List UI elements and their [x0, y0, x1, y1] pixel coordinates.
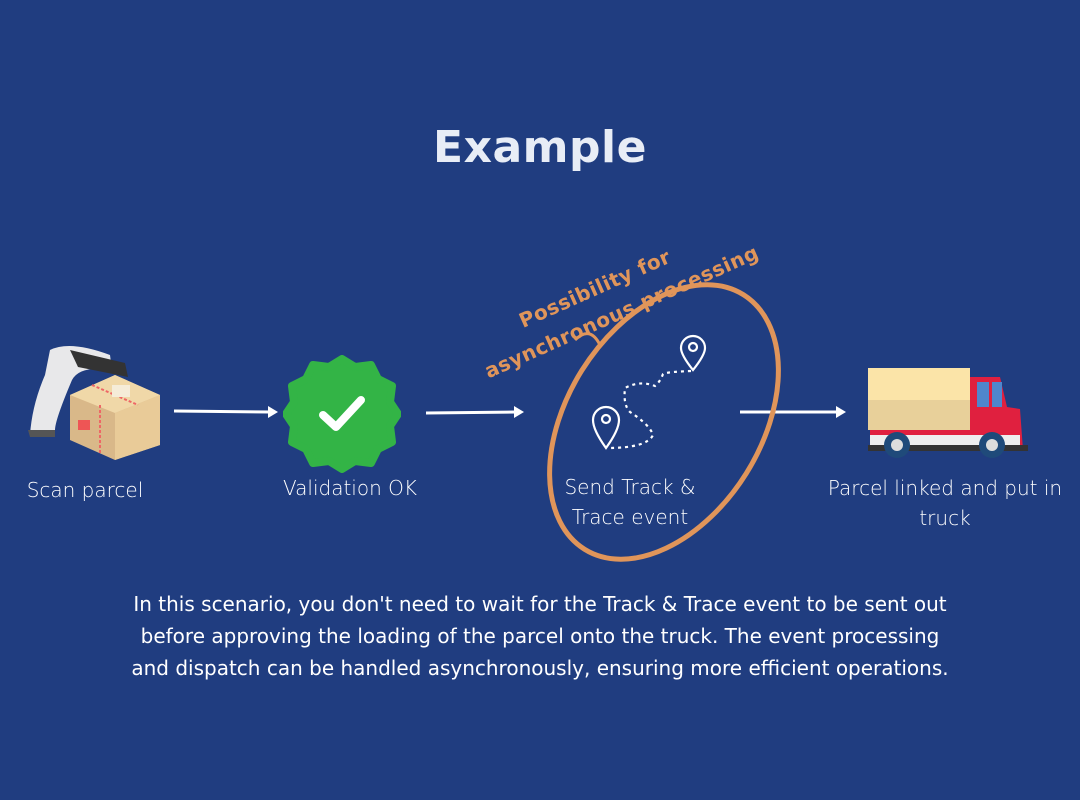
check-badge-icon [283, 355, 401, 473]
label-line: truck [919, 506, 971, 530]
step-track-trace-label: Send Track & Trace event [540, 472, 720, 532]
truck-icon [868, 368, 1028, 458]
highlight-circle [547, 282, 781, 562]
barcode-scanner-parcel-icon [28, 346, 160, 460]
step-validation-label: Validation OK [283, 476, 417, 500]
description-line: In this scenario, you don't need to wait… [133, 592, 947, 616]
label-line: Parcel linked and put in [827, 476, 1063, 500]
label-line: Trace event [571, 505, 689, 529]
label-line: Send Track & [564, 475, 696, 499]
description-line: before approving the loading of the parc… [140, 624, 940, 648]
location-route-icon [591, 334, 707, 450]
step-truck-label: Parcel linked and put in truck [800, 473, 1080, 533]
step-scan-parcel-label: Scan parcel [26, 478, 144, 502]
description-line: and dispatch can be handled asynchronous… [131, 656, 949, 680]
description: In this scenario, you don't need to wait… [0, 588, 1080, 684]
page-title: Example [433, 122, 647, 173]
